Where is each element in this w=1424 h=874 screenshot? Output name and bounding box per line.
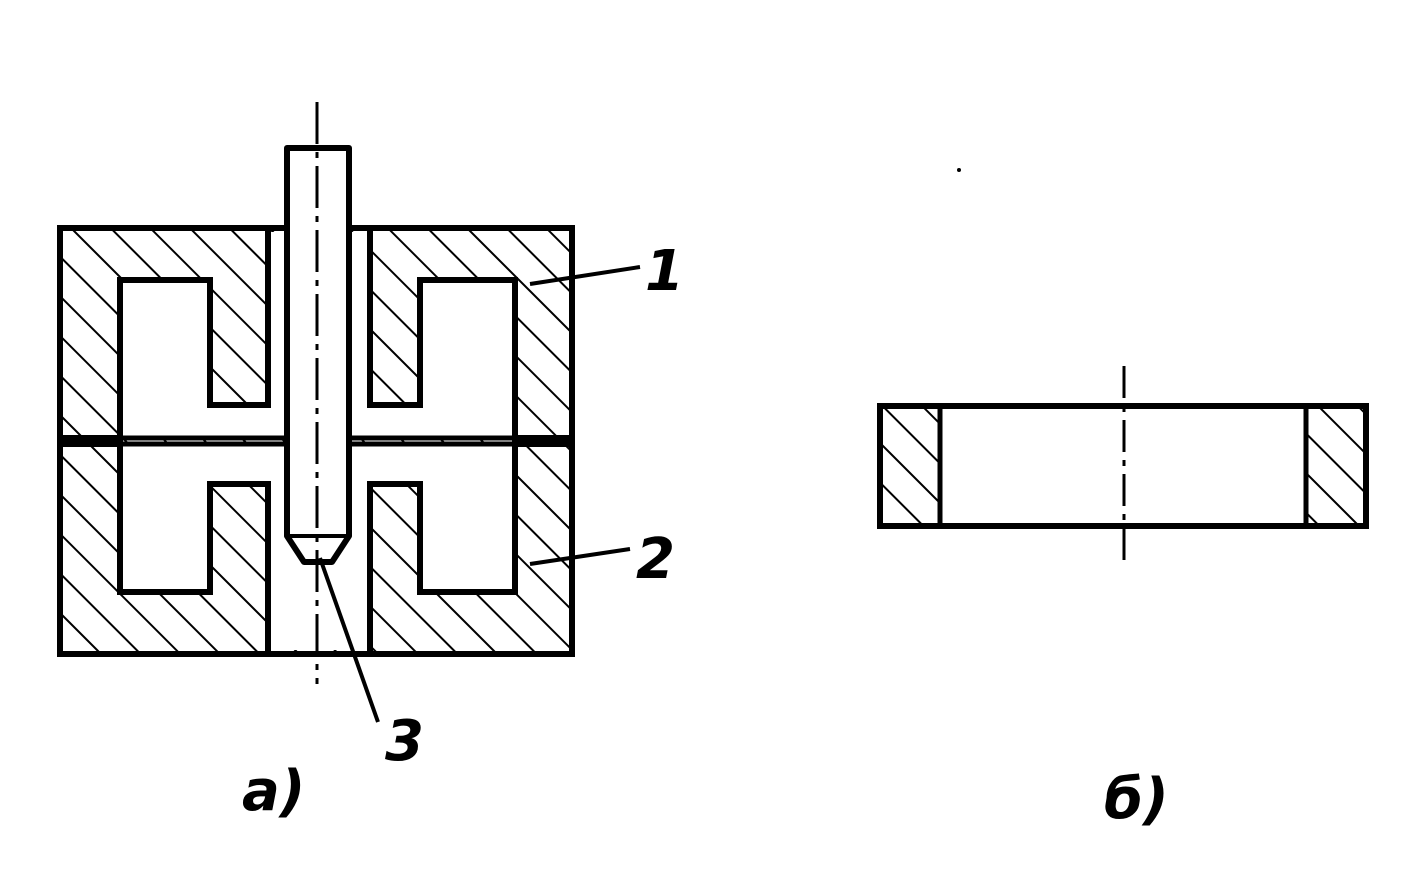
part-a-assembly: 1 2 3 а) bbox=[57, 102, 684, 824]
callout-2: 2 bbox=[636, 527, 675, 592]
ring-section-right-hatch bbox=[1306, 406, 1366, 526]
caption-a: а) bbox=[242, 759, 305, 824]
callout-3: 3 bbox=[385, 709, 424, 774]
leader-2 bbox=[529, 547, 631, 566]
ring-section-left-hatch bbox=[880, 406, 940, 526]
leader-3 bbox=[318, 557, 380, 723]
callout-1: 1 bbox=[645, 239, 684, 304]
part-b-ring: б) bbox=[877, 168, 1369, 832]
upper-die-outline-right bbox=[367, 225, 575, 441]
leader-1 bbox=[529, 265, 641, 286]
caption-b: б) bbox=[1104, 767, 1169, 832]
stray-dot bbox=[957, 168, 961, 172]
